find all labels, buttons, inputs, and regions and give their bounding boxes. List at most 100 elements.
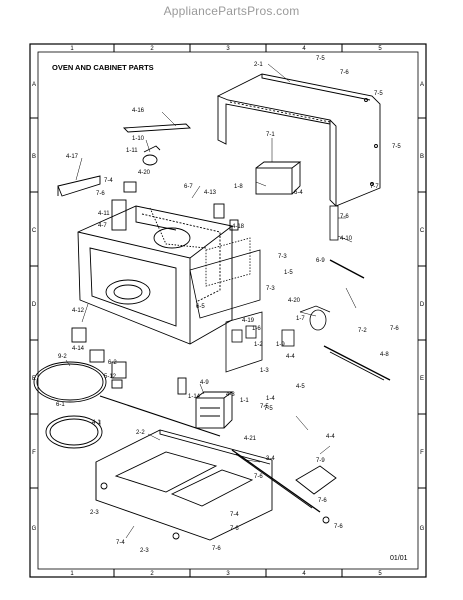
- page-code: 01/01: [390, 555, 408, 562]
- column-label: 1: [70, 46, 74, 52]
- small-parts-drawing: [57, 123, 239, 395]
- callout-label: 7-6: [254, 474, 263, 480]
- callout-label: 7-6: [334, 524, 343, 530]
- callout-label: 4-17: [66, 154, 79, 160]
- callout-label: 1-8: [234, 184, 243, 190]
- callout-label: 7-1: [266, 132, 275, 138]
- row-label: C: [420, 228, 425, 234]
- callout-label: 1-1: [240, 398, 249, 404]
- callout-label: 4-14: [72, 346, 85, 352]
- callout-label: 7-3: [278, 254, 287, 260]
- callout-label: 4-5: [296, 384, 305, 390]
- callout-label: 7-5: [260, 404, 269, 410]
- callout-label: 7-6: [390, 326, 399, 332]
- callout-label: 7-5: [374, 91, 383, 97]
- callout-label: 7-6: [212, 546, 221, 552]
- callout-label: 7-4: [116, 540, 125, 546]
- column-label: 2: [150, 571, 154, 577]
- callout-label: 4-20: [138, 170, 151, 176]
- column-label: 5: [378, 571, 382, 577]
- diagram-title: OVEN AND CABINET PARTS: [52, 63, 154, 72]
- callout-label: 7-6: [230, 526, 239, 532]
- callout-label: 4-9: [200, 380, 209, 386]
- callout-label: 1-3: [260, 368, 269, 374]
- column-label: 1: [70, 571, 74, 577]
- column-label: 5: [378, 46, 382, 52]
- row-label: D: [420, 302, 425, 308]
- callout-label: 6-9: [316, 258, 325, 264]
- callout-label: 7-4: [230, 512, 239, 518]
- column-label: 3: [226, 571, 230, 577]
- callout-label: 4-13: [204, 190, 217, 196]
- row-label: F: [32, 450, 36, 456]
- row-label: G: [32, 526, 37, 532]
- callout-labels: 2-1 7-5 7-6 7-5 7-5 7-7 4-16 1-10 1-11 4…: [56, 56, 401, 554]
- callout-label: 1-7: [296, 316, 305, 322]
- callout-label: 4-20: [288, 298, 301, 304]
- callout-label: 2-2: [136, 430, 145, 436]
- callout-label: 6-1: [56, 402, 65, 408]
- callout-label: 7-2: [358, 328, 367, 334]
- callout-label: 4-3: [226, 392, 235, 398]
- callout-label: 1-9: [276, 342, 285, 348]
- drawing-frame: [29, 43, 427, 578]
- callout-label: 4-8: [380, 352, 389, 358]
- callout-label: 7-4: [104, 178, 113, 184]
- oven-cavity-drawing: [77, 205, 233, 345]
- callout-label: 1-6: [252, 326, 261, 332]
- outer-cabinet-drawing: [216, 73, 381, 207]
- callout-label: 2-3: [90, 510, 99, 516]
- watermark: AppliancePartsPros.com: [163, 4, 300, 18]
- callout-label: 1-4: [266, 396, 275, 402]
- row-label: E: [420, 376, 424, 382]
- column-label: 2: [150, 46, 154, 52]
- callout-label: 9-2: [58, 354, 67, 360]
- callout-label: 3-4: [266, 456, 275, 462]
- callout-label: 1-5: [284, 270, 293, 276]
- frame-edge-labels: 1 2 3 4 5 1 2 3 4 5 A B C D E F G A B C …: [32, 46, 425, 577]
- callout-label: 5-12: [104, 374, 117, 380]
- callout-label: 1-2: [254, 342, 263, 348]
- turntable-drawing: [33, 361, 107, 449]
- callout-label: 4-12: [72, 308, 85, 314]
- callout-label: 7-6: [96, 191, 105, 197]
- column-label: 3: [226, 46, 230, 52]
- callout-label: 4-11: [98, 211, 110, 217]
- callout-label: 6-7: [184, 184, 193, 190]
- callout-label: 4-10: [340, 236, 353, 242]
- callout-label: 6-4: [294, 190, 303, 196]
- row-label: G: [420, 526, 425, 532]
- callout-label: 7-3: [266, 286, 275, 292]
- callout-label: 2-1: [254, 62, 263, 68]
- row-label: C: [32, 228, 37, 234]
- callout-label: 4-16: [132, 108, 145, 114]
- callout-label: 4-7: [98, 223, 107, 229]
- callout-label: 4-21: [244, 436, 257, 442]
- transformer-drawing: [195, 161, 302, 429]
- callout-label: 4-4: [326, 434, 335, 440]
- column-label: 4: [302, 46, 306, 52]
- base-plate-drawing: [95, 345, 391, 541]
- row-label: F: [420, 450, 424, 456]
- callout-label: 7-5: [316, 56, 325, 62]
- row-label: A: [32, 82, 36, 88]
- callout-label: 7-7: [370, 184, 379, 190]
- callout-label: 4-1: [92, 420, 101, 426]
- callout-label: 7-6: [340, 70, 349, 76]
- callout-label: 6-5: [196, 304, 205, 310]
- callout-label: 6-2: [108, 360, 117, 366]
- callout-label: 7-9: [316, 458, 325, 464]
- callout-label: 2-3: [140, 548, 149, 554]
- callout-label: 1-10: [132, 136, 145, 142]
- callout-label: 4-4: [286, 354, 295, 360]
- row-label: B: [420, 154, 424, 160]
- callout-label: 1-11: [126, 148, 138, 154]
- leader-lines: [65, 63, 357, 539]
- column-label: 4: [302, 571, 306, 577]
- callout-label: 7-5: [392, 144, 401, 150]
- row-label: D: [32, 302, 37, 308]
- callout-label: 1-14: [188, 394, 201, 400]
- row-label: B: [32, 154, 36, 160]
- callout-label: 7-6: [318, 498, 327, 504]
- callout-label: 7-5: [264, 406, 273, 412]
